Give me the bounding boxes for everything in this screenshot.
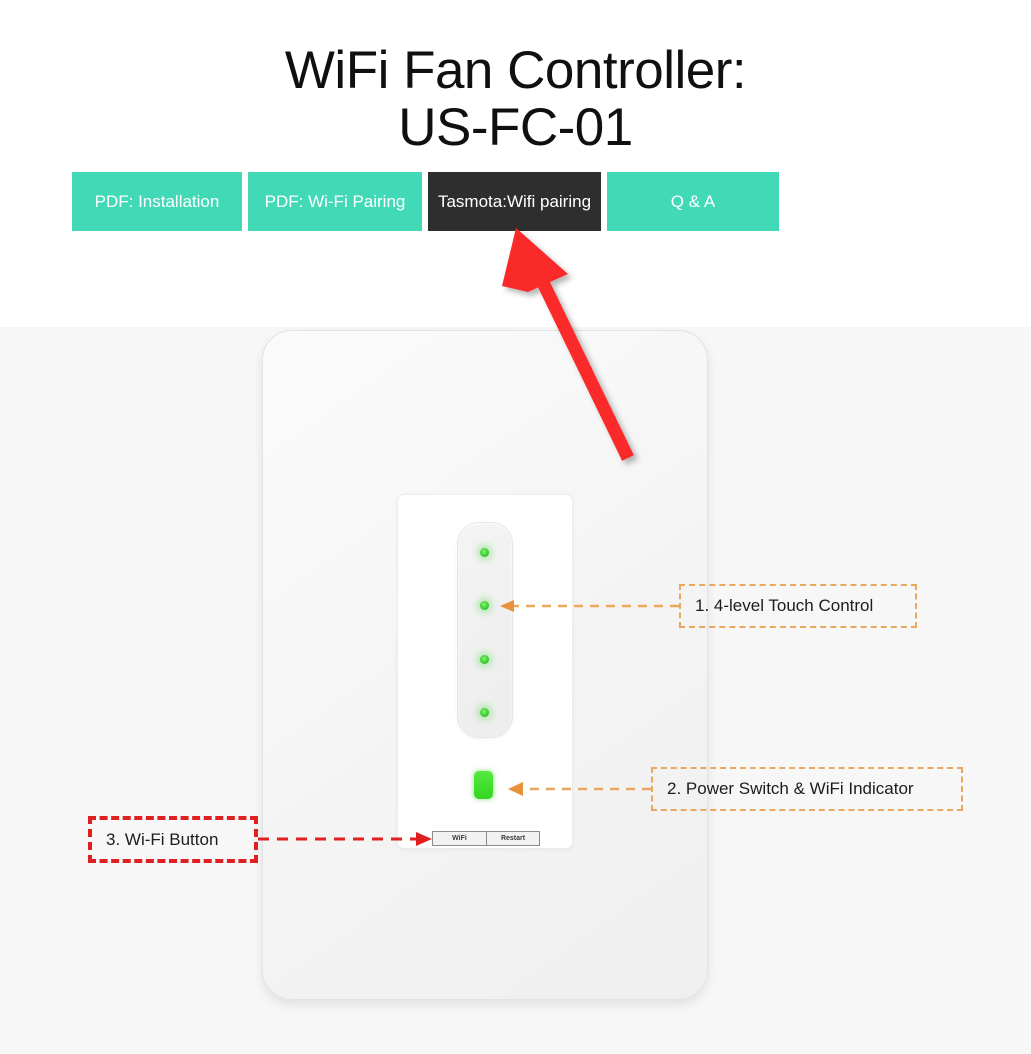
button-pdf-installation[interactable]: PDF: Installation (72, 172, 242, 231)
callout-2-label: 2. Power Switch & WiFi Indicator (667, 779, 914, 798)
button-q-and-a[interactable]: Q & A (607, 172, 779, 231)
touch-led-4 (480, 708, 489, 717)
callout-wifi-button: 3. Wi-Fi Button (88, 816, 258, 863)
callout-3-label: 3. Wi-Fi Button (106, 829, 219, 849)
device-wifi-button[interactable]: WiFi (433, 832, 486, 845)
button-tasmota-wifi-pairing[interactable]: Tasmota:Wifi pairing (428, 172, 601, 231)
page-title: WiFi Fan Controller: US-FC-01 (0, 42, 1031, 156)
callout-power-switch: 2. Power Switch & WiFi Indicator (651, 767, 963, 811)
touch-control-strip[interactable] (457, 522, 513, 738)
callout-touch-control: 1. 4-level Touch Control (679, 584, 917, 628)
device-restart-button[interactable]: Restart (486, 832, 539, 845)
callout-1-label: 1. 4-level Touch Control (695, 596, 874, 615)
touch-led-1 (480, 548, 489, 557)
touch-led-3 (480, 655, 489, 664)
touch-led-2 (480, 601, 489, 610)
device-bottom-button-group: WiFi Restart (432, 831, 540, 846)
power-switch-wifi-indicator[interactable] (474, 771, 493, 799)
document-button-row: PDF: Installation PDF: Wi-Fi Pairing Tas… (72, 172, 782, 231)
page-title-line-1: WiFi Fan Controller: (284, 40, 747, 100)
page-title-line-2: US-FC-01 (398, 97, 633, 157)
button-pdf-wifi-pairing[interactable]: PDF: Wi-Fi Pairing (248, 172, 422, 231)
